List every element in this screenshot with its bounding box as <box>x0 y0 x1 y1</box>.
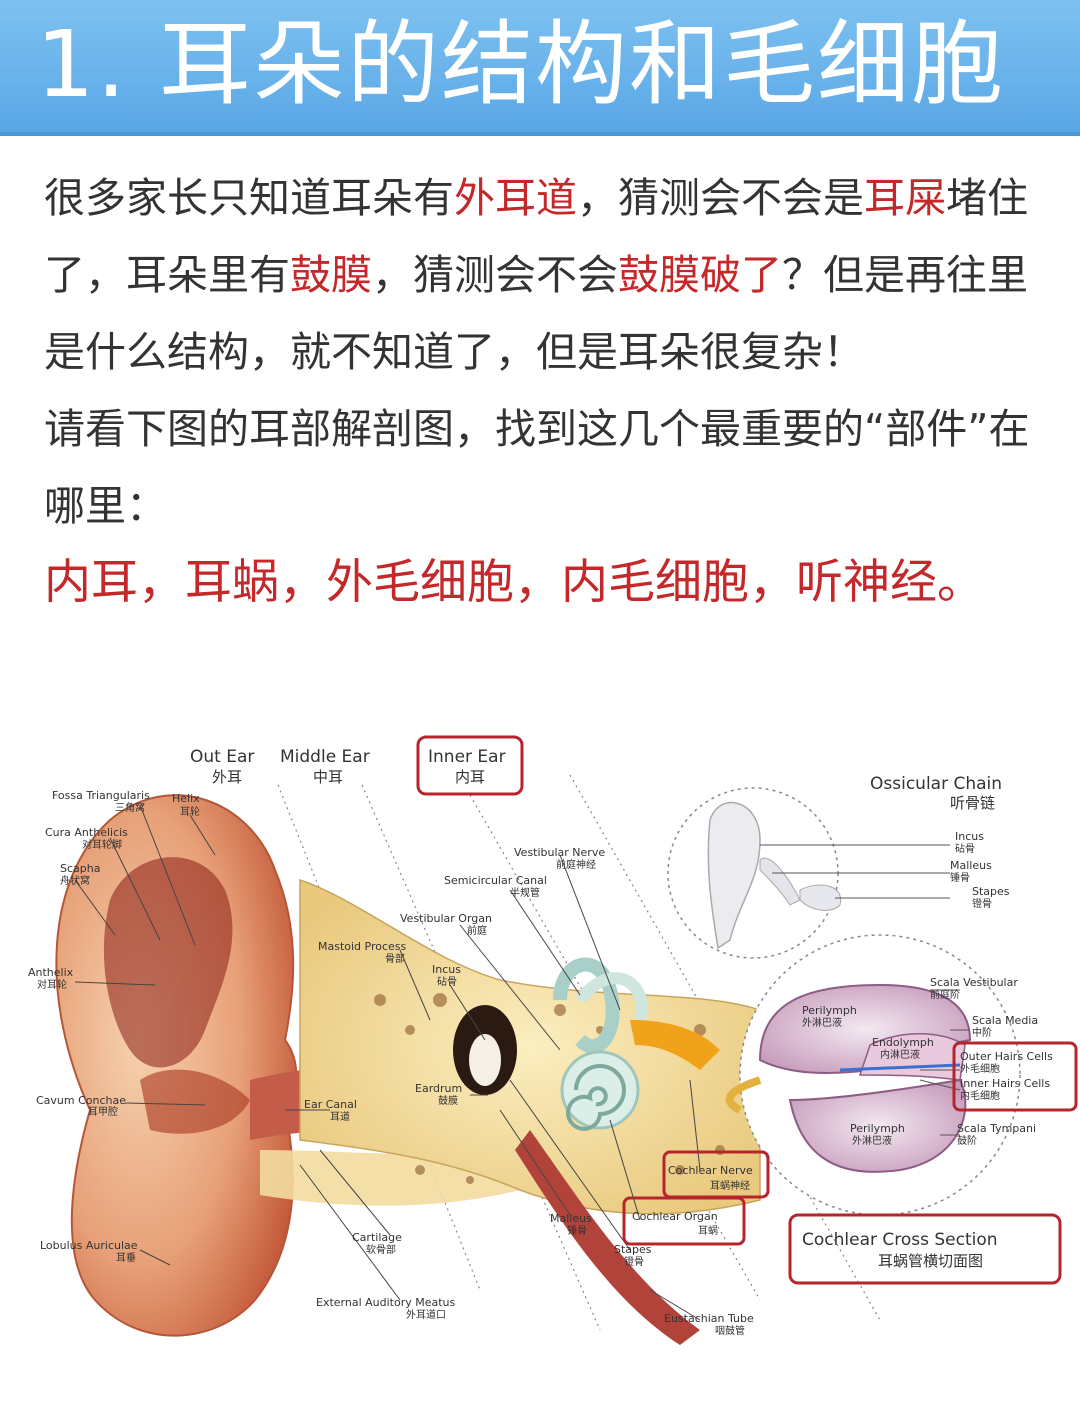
highlight-earwax: 耳屎 <box>864 174 946 222</box>
label-cartilage: Cartilage <box>352 1231 402 1244</box>
intro-text-4: ，猜测会不会 <box>372 251 618 299</box>
label-middle-ear-cn: 中耳 <box>313 768 343 786</box>
label-scala-media-cn: 中阶 <box>972 1026 992 1039</box>
label-lobulus-auriculae-cn: 耳垂 <box>116 1252 136 1264</box>
label-vestibular-organ-cn: 前庭 <box>467 924 487 937</box>
label-mastoid-process: Mastoid Process <box>318 940 407 953</box>
label-cochlear-organ: Cochlear Organ <box>632 1210 718 1223</box>
hair-cells-highlight-box <box>952 1041 1078 1112</box>
title-banner: 1. 耳朵的结构和毛细胞 <box>0 0 1080 136</box>
label-inner-hair-cells-cn: 内毛细胞 <box>960 1089 1000 1102</box>
label-semicircular-canal-cn: 半规管 <box>510 886 540 899</box>
ossicular-chain <box>667 787 950 959</box>
label-helix-cn: 耳轮 <box>180 805 200 818</box>
label-cochlear-cross-section: Cochlear Cross Section <box>802 1230 998 1250</box>
label-ear-canal-cn: 耳道 <box>330 1110 350 1123</box>
label-lobulus-auriculae: Lobulus Auriculae <box>40 1239 138 1252</box>
cross-section-highlight-box <box>788 1213 1062 1285</box>
label-scala-tympani-cn: 鼓阶 <box>957 1134 977 1147</box>
label-cavum-conchae-cn: 耳甲腔 <box>88 1105 118 1118</box>
label-anthelix-cn: 对耳轮 <box>37 978 67 991</box>
label-ear-canal: Ear Canal <box>304 1098 357 1111</box>
label-out-ear-cn: 外耳 <box>212 768 242 786</box>
label-inner-ear-cn: 内耳 <box>455 768 485 786</box>
label-ossicle-malleus-cn: 锤骨 <box>950 871 970 884</box>
label-out-ear: Out Ear <box>190 747 254 767</box>
label-ossicle-stapes-cn: 镫骨 <box>972 898 992 910</box>
label-stapes: Stapes <box>614 1243 652 1256</box>
label-incus: Incus <box>432 963 461 976</box>
intro-paragraph: 很多家长只知道耳朵有外耳道，猜测会不会是耳屎堵住了，耳朵里有鼓膜，猜测会不会鼓膜… <box>44 160 1054 545</box>
label-cartilage-cn: 软骨部 <box>366 1243 396 1256</box>
label-fossa-triangularis: Fossa Triangularis <box>52 789 150 802</box>
highlight-ear-canal: 外耳道 <box>454 174 577 222</box>
label-vestibular-organ: Vestibular Organ <box>400 912 492 925</box>
cochlear-organ-highlight-box <box>622 1196 746 1246</box>
label-cochlear-nerve: Cochlear Nerve <box>668 1164 753 1177</box>
intro-text-2: ，猜测会不会是 <box>577 174 864 222</box>
label-endolymph: Endolymph <box>872 1036 934 1049</box>
cochlear-cross-section <box>725 934 1021 1216</box>
label-cochlear-cross-section-cn: 耳蜗管横切面图 <box>878 1252 983 1270</box>
label-endolymph-cn: 内淋巴液 <box>880 1048 920 1061</box>
label-scala-vestibular: Scala Vestibular <box>930 976 1018 989</box>
label-incus-cn: 砧骨 <box>437 975 457 988</box>
label-outer-hair-cells-cn: 外毛细胞 <box>960 1062 1000 1075</box>
highlight-eardrum: 鼓膜 <box>290 251 372 299</box>
label-ossicle-incus: Incus <box>955 830 984 843</box>
label-external-auditory-meatus-cn: 外耳道口 <box>406 1308 446 1321</box>
label-malleus-cn: 锤骨 <box>567 1224 587 1237</box>
label-middle-ear: Middle Ear <box>280 747 370 767</box>
label-mastoid-process-cn: 骨部 <box>385 952 405 965</box>
label-eardrum-cn: 鼓膜 <box>438 1094 458 1107</box>
intro-text-5: ？但是再往里是什么结构，就不知道了，但是耳朵很复杂！ <box>44 251 1028 376</box>
label-external-auditory-meatus: External Auditory Meatus <box>316 1296 456 1309</box>
label-cavum-conchae: Cavum Conchae <box>36 1094 126 1107</box>
label-malleus: Malleus <box>550 1212 592 1225</box>
label-semicircular-canal: Semicircular Canal <box>444 874 547 887</box>
label-ossicle-malleus: Malleus <box>950 859 992 872</box>
label-outer-hair-cells: Outer Hairs Cells <box>960 1050 1053 1063</box>
label-scala-vestibular-cn: 前庭阶 <box>930 988 960 1001</box>
label-vestibular-nerve: Vestibular Nerve <box>514 846 605 859</box>
label-scapha-cn: 舟状窝 <box>60 874 90 887</box>
inner-ear <box>553 957 720 1131</box>
highlight-eardrum-broken: 鼓膜破了 <box>618 251 782 299</box>
label-scala-media: Scala Media <box>972 1014 1038 1027</box>
label-perilymph-upper-cn: 外淋巴液 <box>802 1016 842 1029</box>
label-helix: Helix <box>172 792 200 805</box>
label-ossicle-incus-cn: 砧骨 <box>955 842 975 855</box>
label-anthelix: Anthelix <box>28 966 74 979</box>
label-scapha: Scapha <box>60 862 100 875</box>
key-parts: 内耳，耳蜗，外毛细胞，内毛细胞，听神经。 <box>44 555 984 610</box>
intro-text-6: 请看下图的耳部解剖图，找到这几个最重要的“部件”在哪里： <box>44 405 1030 530</box>
label-ossicular-chain: Ossicular Chain <box>870 774 1002 794</box>
label-fossa-triangularis-cn: 三角窝 <box>115 801 145 814</box>
label-vestibular-nerve-cn: 前庭神经 <box>556 858 596 871</box>
label-cochlear-nerve-cn: 耳蜗神经 <box>710 1179 750 1192</box>
intro-text-1: 很多家长只知道耳朵有 <box>44 174 454 222</box>
label-inner-hair-cells: Inner Hairs Cells <box>960 1077 1050 1090</box>
label-eustachian-tube: Eustachian Tube <box>664 1312 754 1325</box>
label-scala-tympani: Scala Tympani <box>957 1122 1036 1135</box>
intro-text-3: 堵住了，耳朵里有 <box>44 174 1028 299</box>
leader-lines <box>74 804 701 1321</box>
label-cochlear-organ-cn: 耳蜗 <box>698 1225 718 1237</box>
label-inner-ear: Inner Ear <box>428 747 506 767</box>
label-perilymph-lower-cn: 外淋巴液 <box>852 1134 892 1147</box>
inner-ear-highlight-box <box>416 735 524 796</box>
label-cura-anthelicis: Cura Anthelicis <box>45 826 128 839</box>
label-ossicular-chain-cn: 听骨链 <box>950 794 995 812</box>
temporal-bone <box>299 878 761 1345</box>
label-eustachian-tube-cn: 咽鼓管 <box>715 1324 745 1337</box>
label-cura-anthelicis-cn: 对耳轮脚 <box>82 838 122 851</box>
page-title: 1. 耳朵的结构和毛细胞 <box>36 11 1006 118</box>
label-perilymph-lower: Perilymph <box>850 1122 905 1135</box>
label-stapes-cn: 镫骨 <box>624 1256 644 1268</box>
label-eardrum: Eardrum <box>415 1082 462 1095</box>
label-perilymph-upper: Perilymph <box>802 1004 857 1017</box>
label-ossicle-stapes: Stapes <box>972 885 1010 898</box>
